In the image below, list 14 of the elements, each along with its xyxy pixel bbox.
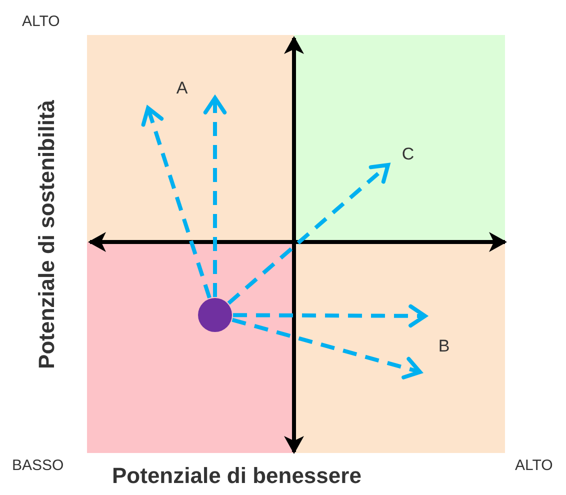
point-label: C [402, 146, 414, 162]
dashed-arrow [203, 96, 227, 297]
axis-title: Potenziale di sostenibilità [36, 100, 58, 369]
point-marker [198, 298, 232, 332]
axis-title: Potenziale di benessere [112, 465, 362, 487]
axis-end-label: ALTO [515, 458, 553, 473]
dashed-arrow [233, 304, 427, 328]
dashed-arrow [227, 163, 390, 305]
axis-end-label: ALTO [22, 14, 60, 29]
axis-end-label: BASSO [12, 458, 64, 473]
dashed-arrow [232, 318, 422, 380]
point-label: A [176, 80, 188, 96]
point-label: B [438, 338, 450, 354]
dashed-arrow [141, 106, 212, 299]
